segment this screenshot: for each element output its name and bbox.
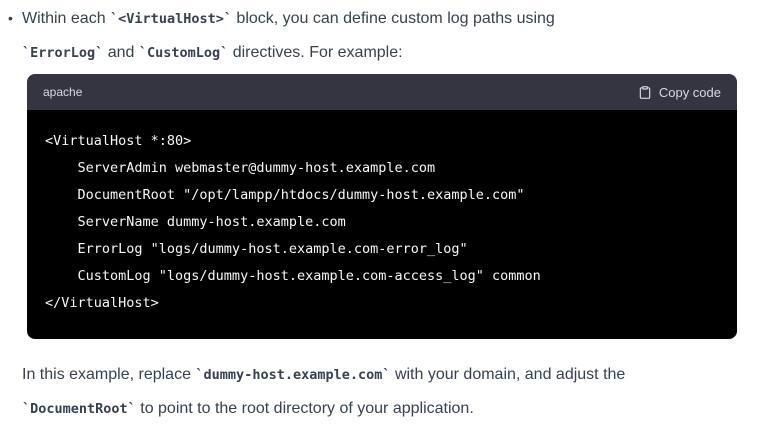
copy-code-label: Copy code (658, 84, 721, 100)
inline-code: `ErrorLog` (22, 45, 104, 61)
code-content: <VirtualHost *:80> ServerAdmin webmaster… (27, 110, 737, 339)
inline-code: `dummy-host.example.com` (195, 367, 391, 383)
chat-response: • Within each `<VirtualHost>` block, you… (8, 2, 744, 417)
inline-code: `DocumentRoot` (22, 401, 136, 417)
code-text: <VirtualHost *:80> ServerAdmin webmaster… (45, 133, 541, 311)
copy-code-button[interactable]: Copy code (638, 85, 721, 100)
code-language-label: apache (43, 85, 83, 99)
inline-code: `<VirtualHost>` (110, 11, 232, 27)
code-block: apache Copy code <VirtualHost *:80> Serv… (27, 74, 737, 339)
paragraph-outro: In this example, replace `dummy-host.exa… (22, 366, 626, 417)
inline-code: `CustomLog` (138, 45, 229, 61)
bullet-marker: • (8, 10, 13, 26)
paragraph-intro: Within each `<VirtualHost>` block, you c… (22, 10, 555, 61)
bullet-list-item: • Within each `<VirtualHost>` block, you… (8, 2, 744, 70)
code-block-header: apache Copy code (27, 74, 737, 110)
clipboard-icon (638, 85, 652, 100)
